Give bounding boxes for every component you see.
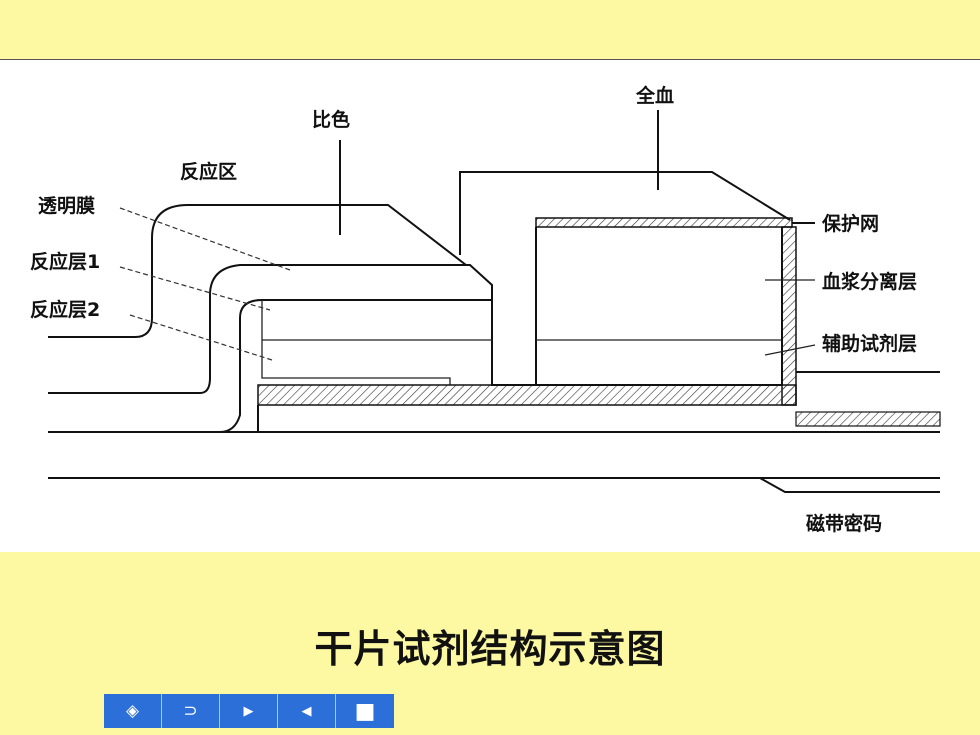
stop-icon: ■: [354, 698, 376, 724]
label-membrane: 透明膜: [38, 194, 95, 217]
membrane-outline: [48, 264, 540, 394]
reaction-zone-outline: [48, 204, 467, 338]
label-reaction-layer-1: 反应层1: [30, 250, 100, 273]
title-band: [0, 0, 980, 60]
label-magnetic-code: 磁带密码: [806, 512, 882, 535]
label-protective-mesh: 保护网: [821, 212, 879, 235]
next-icon: ▶: [243, 703, 254, 719]
whole-blood-chamber: [459, 171, 791, 255]
reaction-layer-2-outline: [261, 300, 451, 385]
magnetic-strip: [759, 477, 940, 493]
label-whole-blood: 全血: [635, 84, 674, 107]
leader-membrane: [119, 207, 291, 271]
label-colorimetric: 比色: [312, 108, 350, 131]
side-hatch: [781, 226, 797, 406]
next-button[interactable]: ▶: [220, 694, 278, 728]
home-icon: ◈: [125, 701, 140, 721]
label-auxiliary-reagent: 辅助试剂层: [822, 332, 917, 355]
previous-button[interactable]: ◀: [278, 694, 336, 728]
leader-layer-2: [129, 314, 273, 361]
diagram-panel: 比色 反应区 全血 透明膜 反应层1 反应层2 保护网 血浆分离层 辅助试剂层 …: [0, 60, 980, 552]
label-plasma-separation: 血浆分离层: [822, 270, 917, 293]
home-button[interactable]: ◈: [104, 694, 162, 728]
stop-button[interactable]: ■: [336, 694, 394, 728]
dry-slide-structure-diagram: 比色 反应区 全血 透明膜 反应层1 反应层2 保护网 血浆分离层 辅助试剂层 …: [30, 84, 941, 535]
return-icon: ⊃: [183, 701, 198, 721]
return-button[interactable]: ⊃: [162, 694, 220, 728]
support-base-right: [795, 411, 941, 427]
label-reaction-zone: 反应区: [180, 160, 237, 183]
slide-nav-bar: ◈ ⊃ ▶ ◀ ■: [104, 694, 394, 728]
previous-icon: ◀: [301, 703, 312, 719]
reaction-layer-1-outline: [219, 299, 492, 433]
diagram-caption: 干片试剂结构示意图: [314, 627, 666, 671]
protective-mesh: [535, 217, 793, 228]
leader-layer-1: [119, 266, 271, 311]
support-base: [257, 384, 797, 406]
label-reaction-layer-2: 反应层2: [30, 298, 100, 321]
plasma-separation-box: [535, 227, 783, 386]
leader-auxiliary: [764, 344, 816, 356]
